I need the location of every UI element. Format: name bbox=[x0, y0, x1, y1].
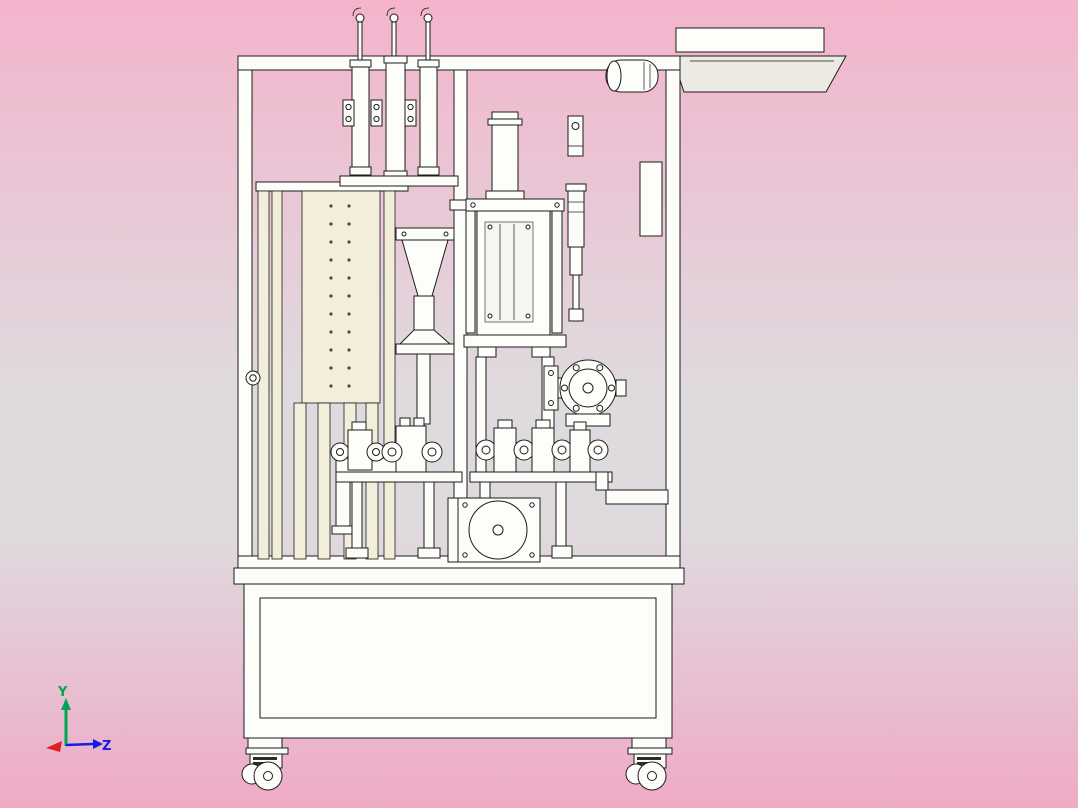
right-side-panel[interactable] bbox=[639, 161, 663, 237]
hose-fitting-icon bbox=[386, 7, 396, 17]
dosing-cylinder[interactable] bbox=[565, 183, 587, 322]
axis-triad[interactable]: Y Z bbox=[46, 685, 111, 754]
pneumatic-cylinders[interactable] bbox=[339, 7, 459, 187]
perforated-plate bbox=[301, 190, 381, 404]
left-panel-assembly[interactable] bbox=[245, 181, 409, 560]
center-press-assembly[interactable] bbox=[449, 111, 567, 358]
z-axis-shaft bbox=[65, 742, 94, 747]
hose-fitting-icon bbox=[352, 7, 362, 17]
hose-fitting-icon bbox=[420, 7, 430, 17]
sensor-bracket[interactable] bbox=[567, 115, 584, 157]
right-shelf[interactable] bbox=[595, 471, 669, 505]
lower-cabinet[interactable] bbox=[243, 583, 673, 749]
z-axis-arrow-icon bbox=[93, 739, 103, 749]
x-axis-arrow-icon bbox=[46, 741, 62, 752]
cabinet-door-panel bbox=[259, 597, 657, 719]
axis-y-label: Y bbox=[57, 685, 68, 700]
dispenser-bracket[interactable] bbox=[395, 227, 455, 425]
fan-unit[interactable] bbox=[447, 497, 541, 563]
caster-wheel-right[interactable] bbox=[625, 747, 673, 791]
axis-z-label: Z bbox=[102, 739, 111, 754]
top-tray[interactable] bbox=[671, 27, 847, 93]
left-valve-manifold[interactable] bbox=[330, 417, 463, 559]
flange-valve[interactable] bbox=[543, 359, 627, 427]
y-axis-arrow-icon bbox=[61, 698, 71, 710]
drive-motor[interactable] bbox=[605, 59, 659, 93]
caster-wheel-left[interactable] bbox=[241, 747, 289, 791]
